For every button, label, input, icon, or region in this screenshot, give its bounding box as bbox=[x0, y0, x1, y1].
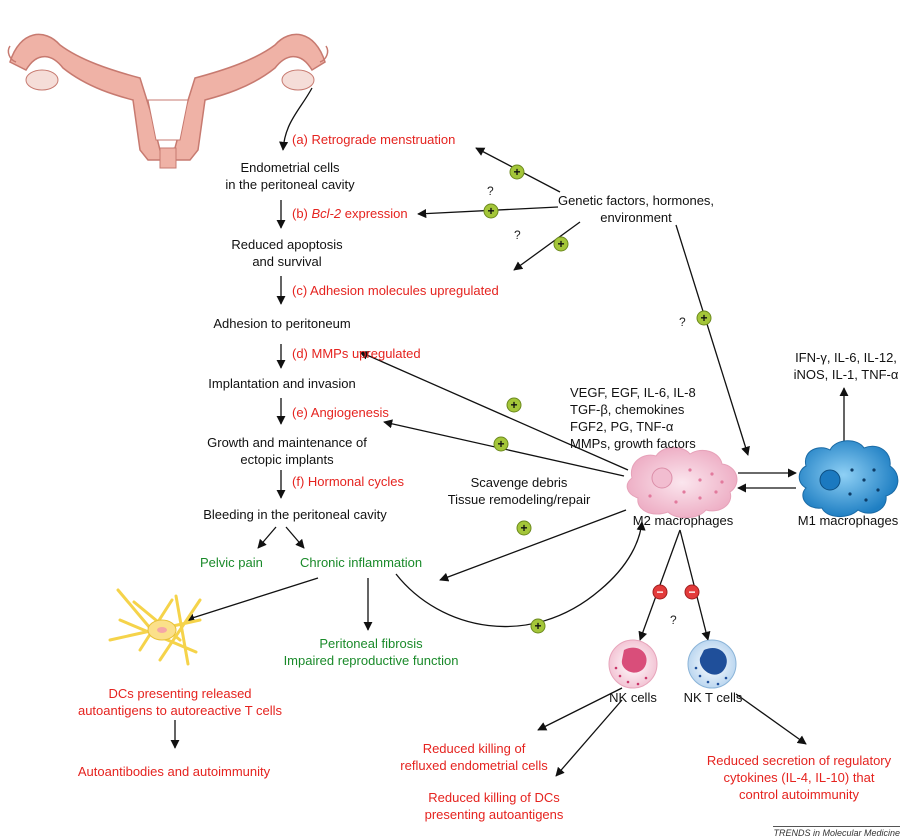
label-vegf-3: FGF2, PG, TNF-α bbox=[570, 419, 673, 435]
svg-text:+: + bbox=[534, 619, 541, 633]
label-impaired-reproductive: Impaired reproductive function bbox=[284, 653, 459, 669]
label-ifn-2: iNOS, IL-1, TNF-α bbox=[794, 367, 899, 383]
label-chronic-inflammation: Chronic inflammation bbox=[300, 555, 422, 571]
label-retrograde-menstruation: (a) Retrograde menstruation bbox=[292, 132, 455, 148]
plus-badge: + bbox=[494, 437, 508, 451]
question-mark: ? bbox=[514, 227, 521, 243]
question-mark: ? bbox=[670, 612, 677, 628]
label-reduced-secretion-1: Reduced secretion of regulatory bbox=[707, 753, 891, 769]
label-dcs-2: autoantigens to autoreactive T cells bbox=[78, 703, 282, 719]
label-adhesion-molecules: (c) Adhesion molecules upregulated bbox=[292, 283, 499, 299]
label-reduced-secretion-3: control autoimmunity bbox=[739, 787, 859, 803]
label-ifn-1: IFN-γ, IL-6, IL-12, bbox=[795, 350, 897, 366]
svg-text:+: + bbox=[487, 204, 494, 218]
label-implantation: Implantation and invasion bbox=[208, 376, 355, 392]
svg-text:+: + bbox=[700, 311, 707, 325]
label-scavenge-debris: Scavenge debris bbox=[471, 475, 568, 491]
label-reduced-killing-2a: Reduced killing of DCs bbox=[428, 790, 560, 806]
label-hormonal-cycles: (f) Hormonal cycles bbox=[292, 474, 404, 490]
plus-badge: + bbox=[554, 237, 568, 251]
label-growth-2: ectopic implants bbox=[240, 452, 333, 468]
plus-badge: + bbox=[507, 398, 521, 412]
label-genetic-factors-2: environment bbox=[600, 210, 672, 226]
label-reduced-secretion-2: cytokines (IL-4, IL-10) that bbox=[723, 770, 874, 786]
label-reduced-killing-2b: presenting autoantigens bbox=[425, 807, 564, 823]
label-peritoneal-fibrosis: Peritoneal fibrosis bbox=[319, 636, 422, 652]
label-nk-cells: NK cells bbox=[609, 690, 657, 706]
minus-badge: − bbox=[653, 585, 667, 599]
label-dcs-1: DCs presenting released bbox=[108, 686, 251, 702]
nkt-cell-illustration bbox=[688, 640, 736, 688]
svg-text:−: − bbox=[656, 585, 663, 599]
label-angiogenesis: (e) Angiogenesis bbox=[292, 405, 389, 421]
svg-text:+: + bbox=[513, 165, 520, 179]
question-mark: ? bbox=[679, 314, 686, 330]
svg-text:+: + bbox=[520, 521, 527, 535]
label-vegf-4: MMPs, growth factors bbox=[570, 436, 696, 452]
svg-text:+: + bbox=[510, 398, 517, 412]
label-reduced-killing-1a: Reduced killing of bbox=[423, 741, 526, 757]
label-vegf-1: VEGF, EGF, IL-6, IL-8 bbox=[570, 385, 696, 401]
journal-footer: TRENDS in Molecular Medicine bbox=[773, 826, 900, 838]
plus-badge: + bbox=[697, 311, 711, 325]
label-vegf-2: TGF-β, chemokines bbox=[570, 402, 684, 418]
m2-macrophage-cell bbox=[627, 448, 737, 518]
svg-text:+: + bbox=[557, 237, 564, 251]
minus-badges: − − bbox=[653, 585, 699, 599]
label-endometrial-cells-2: in the peritoneal cavity bbox=[225, 177, 354, 193]
plus-badge: + bbox=[517, 521, 531, 535]
svg-text:−: − bbox=[688, 585, 695, 599]
label-m2-macrophages: M2 macrophages bbox=[633, 513, 733, 529]
label-reduced-apoptosis-1: Reduced apoptosis bbox=[231, 237, 342, 253]
label-bcl2-expression: (b) Bcl-2 expression bbox=[292, 206, 408, 222]
label-growth-1: Growth and maintenance of bbox=[207, 435, 367, 451]
label-autoantibodies: Autoantibodies and autoimmunity bbox=[78, 764, 270, 780]
label-mmps-upregulated: (d) MMPs upregulated bbox=[292, 346, 421, 362]
plus-badge: + bbox=[484, 204, 498, 218]
label-adhesion-peritoneum: Adhesion to peritoneum bbox=[213, 316, 350, 332]
label-m1-macrophages: M1 macrophages bbox=[798, 513, 898, 529]
label-bleeding: Bleeding in the peritoneal cavity bbox=[203, 507, 387, 523]
label-genetic-factors-1: Genetic factors, hormones, bbox=[558, 193, 714, 209]
label-tissue-remodeling: Tissue remodeling/repair bbox=[448, 492, 591, 508]
svg-text:+: + bbox=[497, 437, 504, 451]
minus-badge: − bbox=[685, 585, 699, 599]
label-reduced-killing-1b: refluxed endometrial cells bbox=[400, 758, 547, 774]
label-pelvic-pain: Pelvic pain bbox=[200, 555, 263, 571]
m1-macrophage-cell bbox=[799, 441, 898, 517]
label-nkt-cells: NK T cells bbox=[684, 690, 743, 706]
nk-cell-illustration bbox=[609, 640, 657, 688]
question-mark: ? bbox=[487, 183, 494, 199]
dc-cell-illustration bbox=[110, 590, 200, 664]
label-reduced-apoptosis-2: and survival bbox=[252, 254, 321, 270]
plus-badge: + bbox=[531, 619, 545, 633]
label-endometrial-cells-1: Endometrial cells bbox=[241, 160, 340, 176]
plus-badge: + bbox=[510, 165, 524, 179]
uterus-illustration bbox=[8, 34, 327, 168]
